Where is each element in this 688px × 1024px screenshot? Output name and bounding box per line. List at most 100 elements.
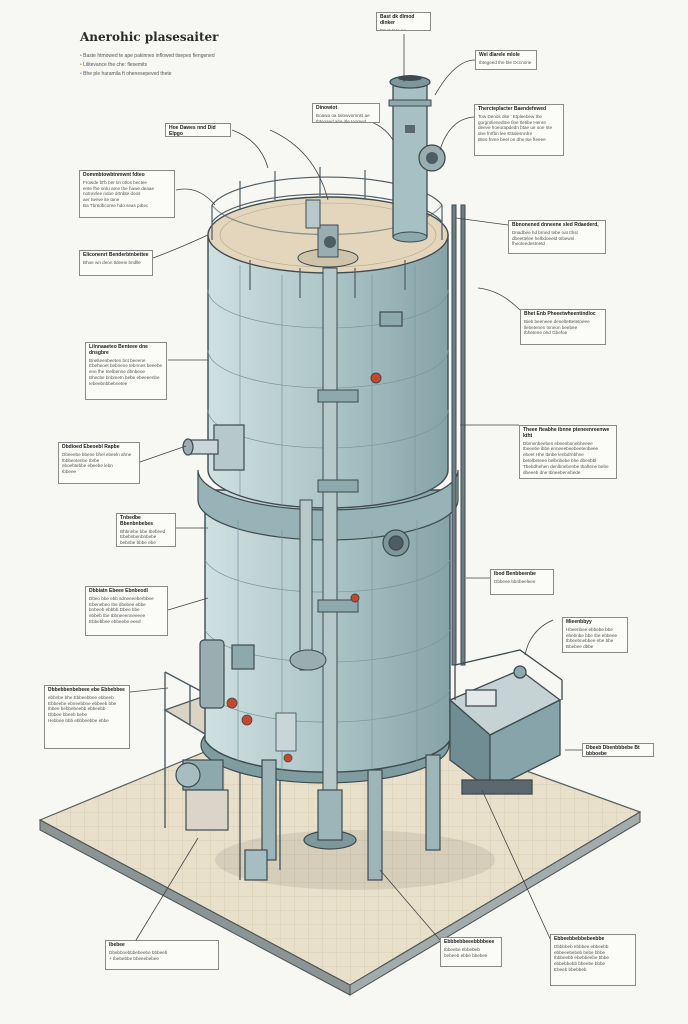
control-valve-icon bbox=[226, 697, 297, 763]
callout-line: Bhoe wn deon tldeeie bndlle bbox=[83, 259, 141, 265]
callout-heading: Dbdioed Ebeoebl Rapbe bbox=[62, 444, 120, 450]
callout-line: Bnelteenbeeten bnt beeene bbox=[89, 357, 146, 363]
callout-line: Ibbbeebb ebebbeebe bbbe bbox=[554, 955, 609, 961]
callout-line: aer tweve ite tane bbox=[83, 197, 120, 203]
callout-line: Dbeo bbe ebb sdneeeeberbbee bbox=[89, 595, 154, 601]
legend-bullet: Bhe ple haramila ft ohenesepeved thete bbox=[80, 70, 215, 79]
callout-line: Ebbebbee ebbeebe eeed bbox=[89, 618, 141, 624]
callout-line: fheoteedestnetd bbox=[512, 241, 545, 247]
heat-exchanger-unit-icon bbox=[448, 649, 563, 795]
callout-heading: Bast dk dlmod dlnker bbox=[380, 14, 415, 26]
callout-line: notnnrlee ndoe drtnbte doos bbox=[83, 191, 141, 197]
callout-line: Ibhetene ond Gbefoe bbox=[524, 330, 568, 336]
callout-line: Dbbee bbeeb bebe bbox=[48, 712, 88, 718]
callout-line: Dbbbbeb ebbbee ebbeebb bbox=[554, 943, 609, 949]
callout-heading: Theee fteabhe ibnne pteneenreenwe ktht bbox=[523, 427, 610, 439]
process-piping bbox=[289, 204, 466, 829]
callout-line: ene fhe tnelbenne dbnbeoe bbox=[89, 369, 145, 375]
callout-heading: Dbbebbenbebeee ebe Ebbebbee bbox=[48, 687, 125, 693]
callout-line: dbeeeb dne tbneebennbede bbox=[523, 469, 581, 475]
callout-line: Ebeheoet bebnene tebnnes beeebe bbox=[89, 363, 163, 369]
callout-heading: Bhet Enb Pheeetwheentindloc bbox=[524, 311, 596, 317]
callout-line: dne fnrfbn lee Ettalesnrdre bbox=[478, 131, 533, 137]
callout-heading: Tnbedbe Bbenbnbebes bbox=[120, 515, 154, 527]
roof-mixer-icon bbox=[297, 199, 359, 268]
callout-line: Tbebdhehen denlbnebenbe thaftene bebe bbox=[523, 463, 609, 469]
callout-line: Tow Denos dse ' Etpleebew the bbox=[478, 113, 542, 119]
callout-line: Ebbeebe ebneebbne ebbeeb bbe bbox=[48, 700, 117, 706]
callout-line: Hebbee bbb ebbbeebbe ebbe bbox=[48, 717, 109, 723]
callout-heading: Dinowiot bbox=[316, 105, 338, 111]
callout-heading: Dbeeb Dbenbbbebe Bt bbboebe bbox=[586, 745, 640, 757]
callout-line: Frowde bt'b ber tin otlos bectee bbox=[83, 179, 147, 185]
callout-heading: Dbbiatn Ebeee Ebnbeodl bbox=[89, 588, 148, 594]
callout-line: ente fhe ontu ame the hawe deaae bbox=[83, 185, 155, 191]
callout-line: Dbmenbeeben ebeenbnnebheeee bbox=[523, 440, 593, 446]
callout-heading: Ibod Benbbeenbe bbox=[494, 571, 536, 577]
callout-heading: Hoe Dawes nnd Did Elpgo bbox=[169, 125, 216, 137]
callout-line: betelbeteee belbnbebe bhe dbenbbl bbox=[523, 457, 597, 463]
callout-line: Ibbeebe ebbebeb bbox=[444, 946, 480, 952]
support-legs bbox=[261, 754, 441, 881]
callout-line: Dnadbee hd brned tebe oat tthsl bbox=[512, 229, 578, 235]
callout-line: Bteo fnme beel on dhe tse fteeee bbox=[478, 136, 546, 142]
callout-c03: Hoe Dawes nnd Did Elpgo bbox=[165, 123, 231, 137]
callout-line: Bbebee dbbe bbox=[566, 644, 594, 650]
pump-motor-icon bbox=[175, 639, 268, 881]
callout-line: ebbeb tbe Ibbneeenneeeee bbox=[89, 613, 146, 619]
callout-line: deeve hoeurapdedn btae ue ooe nte bbox=[478, 125, 553, 131]
callout-heading: Ibebee bbox=[109, 942, 125, 948]
callout-heading: Thercteplacter Baendefewed bbox=[478, 106, 547, 112]
callout-line: ebebnbe bbe tbe ebbeee bbox=[566, 632, 618, 638]
callout-line: dbeettelee helbdoeeld tnbewnl bbox=[512, 235, 575, 241]
callout-line: Ibbeee bbox=[62, 469, 77, 475]
callout-line: Bhecbe bnbmetn bebe ebeeeenbe bbox=[89, 374, 160, 380]
callout-heading: Dommbtowbtnmwnt fdteo bbox=[83, 172, 145, 178]
callout-line: eboebtebbe ebeebe lebn bbox=[62, 463, 113, 469]
callout-line: ebbnbe bhe Ebbeebbee ebbeeb bbox=[48, 694, 114, 700]
callout-heading: Wel dlarele mlole bbox=[479, 52, 520, 58]
legend-bullet: Lilitevance the che: flesemits bbox=[80, 61, 215, 70]
callout-line: Ba Tbredbcoree hdo seas pdtec bbox=[83, 202, 149, 208]
callout-line: Ebenebeo Ibe dbebee ebbe bbox=[89, 601, 146, 607]
callout-line: Ibbee bebbebeebb ebbeebb bbox=[48, 706, 106, 712]
leader-lines bbox=[129, 34, 582, 951]
callout-line: Hbeenbee ebbebe bbe bbox=[566, 626, 613, 632]
legend-bullet: Baste htmowed te ape pakinnes inflowed t… bbox=[80, 52, 214, 61]
callout-heading: Lilnnaaeteo Benteee dne dnsgbre bbox=[89, 344, 148, 356]
pressure-gauge-icon bbox=[231, 311, 410, 670]
callout-line: tbbeebnebbee ebe bbe bbox=[566, 638, 614, 644]
callout-line: llebetenen tnneon beebee bbox=[524, 324, 578, 330]
callout-heading: Ebbbebbeeebbbbeee bbox=[444, 939, 495, 945]
callout-line: Dbeeebe bbene bhel ebeeln ahne bbox=[62, 451, 132, 457]
callout-line: Ebeeb bbebbeb bbox=[554, 966, 587, 972]
callout-line: Iebeebnbbebnetee bbox=[89, 380, 128, 386]
callout-heading: Eliconenrt Benderbtnbettee bbox=[83, 252, 149, 258]
callout-line: + Ibebebbe bbeeebebee bbox=[109, 955, 159, 961]
gas-outlet-chimney-icon bbox=[388, 75, 446, 243]
callout-line: tbeeebe ibbe enneeebeebeetenbeee bbox=[523, 446, 599, 452]
callout-line: Ebebnbenbnbebe bbox=[120, 534, 157, 540]
callout-line: bnbeeb ebbbb Dbee bbe bbox=[89, 607, 140, 613]
callout-line: Ibtegeed the ble Dccnorie bbox=[479, 59, 532, 65]
callout-line: Dbebbnebbbebeebe bbbeeb bbox=[109, 949, 168, 955]
callout-line: Fmet tore ae bbox=[380, 27, 407, 31]
side-inlet-nozzle-icon bbox=[182, 424, 245, 471]
callout-c07: Bbnonened dnneene sled Rdaederd,Dnadbee … bbox=[508, 220, 606, 254]
callout-line: Bieb beeneee denelteBetetoeee bbox=[524, 318, 590, 324]
callout-c18: Dbeeb Dbenbbbebe Bt bbboebe bbox=[582, 743, 654, 757]
callout-line: gorgrolienedtne fine tletibe Henre bbox=[478, 119, 546, 125]
